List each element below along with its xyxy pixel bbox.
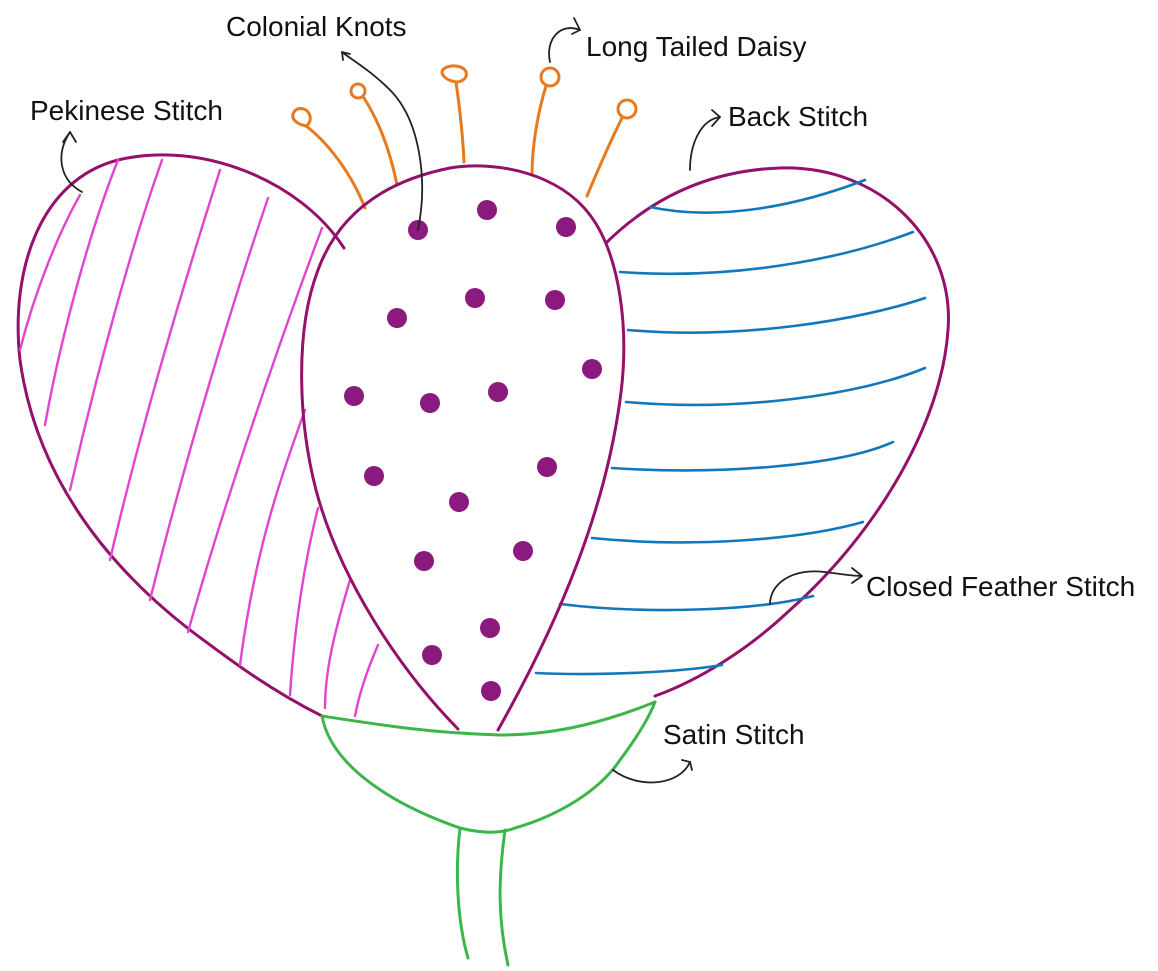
middle-petal bbox=[302, 166, 624, 730]
closed-feather-stitch-label: Closed Feather Stitch bbox=[866, 571, 1135, 602]
stem-left bbox=[457, 828, 468, 958]
satin-stitch-calyx bbox=[322, 702, 655, 965]
calyx-bottom-edge bbox=[322, 702, 655, 832]
right-petal bbox=[536, 168, 948, 696]
satin-stitch-arrow bbox=[613, 762, 690, 782]
long-tailed-daisy-stitches bbox=[293, 66, 636, 208]
colonial-knots-label: Colonial Knots bbox=[226, 11, 407, 42]
satin-stitch-label: Satin Stitch bbox=[663, 719, 805, 750]
labels: Colonial Knots Long Tailed Daisy Pekines… bbox=[30, 11, 1135, 750]
long-tailed-daisy-label: Long Tailed Daisy bbox=[586, 31, 807, 62]
closed-feather-stitch-arrow bbox=[770, 571, 862, 604]
colonial-knots bbox=[344, 200, 602, 701]
pekinese-stitch-label: Pekinese Stitch bbox=[30, 95, 223, 126]
colonial-knots-arrow bbox=[342, 52, 422, 230]
left-petal bbox=[18, 155, 378, 716]
pekinese-stitch-lines bbox=[20, 160, 378, 716]
middle-petal-outline bbox=[302, 166, 624, 730]
stem-right bbox=[500, 830, 508, 965]
calyx-top-edge bbox=[322, 702, 655, 735]
right-petal-outline bbox=[606, 168, 948, 696]
back-stitch-label: Back Stitch bbox=[728, 101, 868, 132]
back-stitch-arrow bbox=[690, 117, 720, 170]
